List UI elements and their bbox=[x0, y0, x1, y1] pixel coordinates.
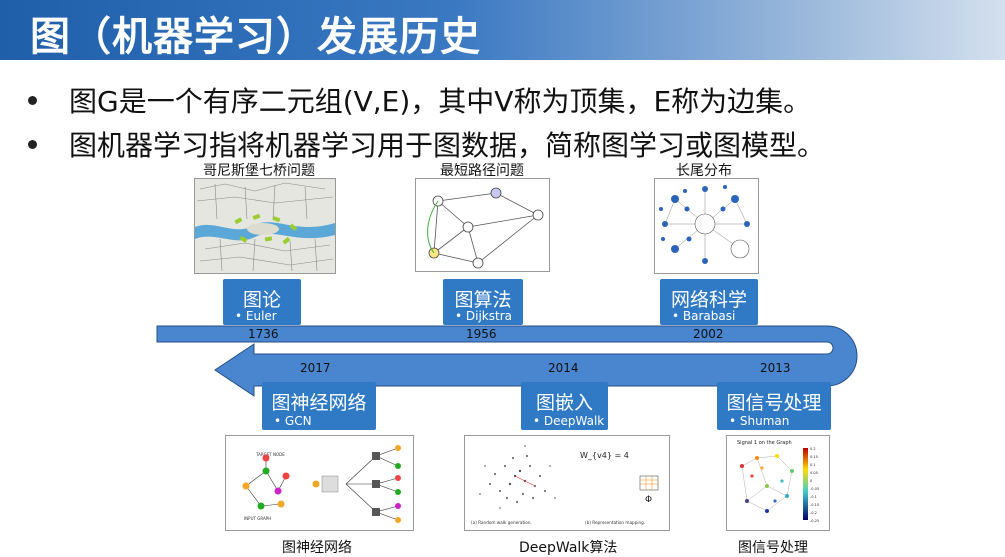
colorbar-tick: 0.2 bbox=[810, 447, 816, 451]
image-caption-signal: 图信号处理 bbox=[738, 540, 808, 556]
colorbar bbox=[803, 448, 808, 520]
deepwalk-formula: W_{v4} = 4 bbox=[580, 451, 629, 460]
box-subtitle: • Barabasi bbox=[672, 309, 736, 323]
box-subtitle: • Euler bbox=[235, 309, 277, 323]
box-subtitle: • GCN bbox=[274, 414, 312, 428]
deepwalk-sub-a: (a) Random walk generation. bbox=[471, 520, 532, 525]
graph-embedding-box: 图嵌入 • DeepWalk bbox=[521, 382, 608, 430]
colorbar-tick: 0.15 bbox=[810, 455, 818, 459]
image-caption-shortest-path: 最短路径问题 bbox=[440, 163, 524, 179]
colorbar-tick: -0.2 bbox=[810, 511, 817, 515]
graph-signal-image: Signal 1 on the Graph 0.2 0.15 0. bbox=[726, 435, 830, 531]
input-graph-label: INPUT GRAPH bbox=[244, 516, 271, 521]
year-label: 1736 bbox=[248, 327, 279, 341]
box-title: 图嵌入 bbox=[535, 392, 593, 414]
colorbar-tick: 0 bbox=[810, 479, 812, 483]
long-tail-network-image bbox=[654, 178, 759, 274]
bullet-item: 图G是一个有序二元组(V,E)，其中V称为顶集，E称为边集。 bbox=[28, 78, 825, 122]
bullet-item: 图机器学习指将机器学习用于图数据，简称图学习或图模型。 bbox=[28, 122, 825, 166]
colorbar-tick: -0.1 bbox=[810, 495, 817, 499]
deepwalk-diagram-image: W_{v4} = 4 Φ (a) Random walk generation.… bbox=[464, 435, 670, 531]
year-label: 2002 bbox=[693, 327, 724, 341]
network-science-box: 网络科学 • Barabasi bbox=[660, 279, 758, 325]
colorbar-tick: -0.15 bbox=[810, 503, 819, 507]
box-title: 图神经网络 bbox=[271, 392, 367, 414]
bullet-text: 图机器学习指将机器学习用于图数据，简称图学习或图模型。 bbox=[69, 129, 826, 162]
bullet-list: 图G是一个有序二元组(V,E)，其中V称为顶集，E称为边集。 图机器学习指将机器… bbox=[28, 78, 825, 166]
year-label: 2017 bbox=[300, 361, 331, 375]
colorbar-tick: -0.05 bbox=[810, 487, 819, 491]
box-title: 图论 bbox=[242, 289, 281, 311]
bullet-text: 图G是一个有序二元组(V,E)，其中V称为顶集，E称为边集。 bbox=[69, 85, 812, 118]
konigsberg-map-image bbox=[194, 178, 336, 274]
graph-theory-box: 图论 • Euler bbox=[223, 279, 301, 325]
box-subtitle: • Dijkstra bbox=[455, 309, 512, 323]
graph-signal-box: 图信号处理 • Shuman bbox=[717, 382, 831, 430]
box-title: 网络科学 bbox=[670, 289, 747, 311]
colorbar-tick: 0.1 bbox=[810, 463, 816, 467]
box-title: 图信号处理 bbox=[726, 392, 822, 414]
year-label: 1956 bbox=[466, 327, 497, 341]
graph-algorithm-box: 图算法 • Dijkstra bbox=[443, 279, 523, 325]
box-subtitle: • DeepWalk bbox=[533, 414, 605, 428]
colorbar-tick: 0.05 bbox=[810, 471, 818, 475]
target-node-label: TARGET NODE bbox=[255, 452, 285, 457]
gnn-diagram-image: TARGET NODE INPUT GRAPH bbox=[225, 435, 414, 531]
bullet-dot-icon bbox=[28, 139, 37, 149]
year-label: 2014 bbox=[548, 361, 579, 375]
image-caption-konigsberg: 哥尼斯堡七桥问题 bbox=[203, 163, 315, 179]
image-caption-deepwalk: DeepWalk算法 bbox=[519, 540, 618, 556]
slide-title: 图（机器学习）发展历史 bbox=[30, 14, 481, 60]
image-caption-long-tail: 长尾分布 bbox=[676, 163, 732, 179]
title-bar: 图（机器学习）发展历史 bbox=[0, 0, 1005, 60]
bullet-dot-icon bbox=[28, 95, 37, 105]
year-label: 2013 bbox=[760, 361, 791, 375]
signal-title: Signal 1 on the Graph bbox=[737, 440, 792, 446]
box-subtitle: • Shuman bbox=[729, 414, 790, 428]
shortest-path-graph-image bbox=[415, 178, 550, 272]
box-title: 图算法 bbox=[454, 289, 512, 311]
colorbar-tick: -0.25 bbox=[810, 519, 819, 523]
gnn-box: 图神经网络 • GCN bbox=[262, 382, 376, 430]
phi-symbol: Φ bbox=[645, 495, 652, 505]
image-caption-gnn: 图神经网络 bbox=[282, 540, 352, 556]
deepwalk-sub-b: (b) Representation mapping. bbox=[585, 520, 645, 525]
